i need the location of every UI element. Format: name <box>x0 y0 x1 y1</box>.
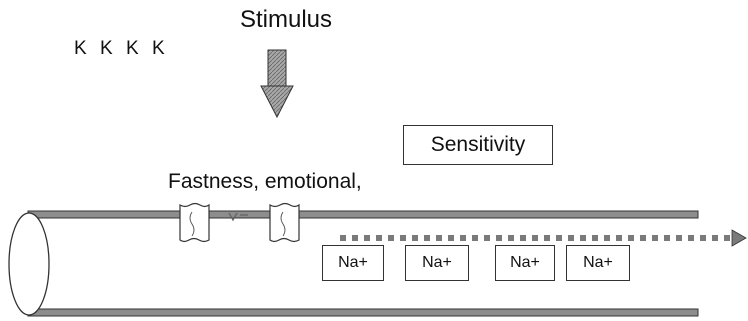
na-ion-box: Na+ <box>495 245 555 281</box>
na-ion-box: Na+ <box>566 245 630 281</box>
caption-text: Fastness, emotional, <box>168 170 362 193</box>
na-ion-box: Na+ <box>322 245 384 281</box>
stimulus-label: Stimulus <box>240 6 333 33</box>
ion-channel-1 <box>179 202 210 243</box>
k-ion-label: K <box>74 38 87 59</box>
propagation-arrow <box>340 229 747 247</box>
ion-channel-2 <box>269 202 300 243</box>
na-ion-box: Na+ <box>405 245 469 281</box>
k-ion-label: K <box>152 38 165 59</box>
stimulus-arrow <box>260 49 294 119</box>
sensitivity-box: Sensitivity <box>403 125 553 165</box>
axon-cross-section <box>8 212 50 316</box>
k-ion-label: K <box>100 38 113 59</box>
k-ion-crossing-mark <box>228 212 248 222</box>
k-ion-label: K <box>126 38 139 59</box>
axon-tube <box>8 210 699 317</box>
